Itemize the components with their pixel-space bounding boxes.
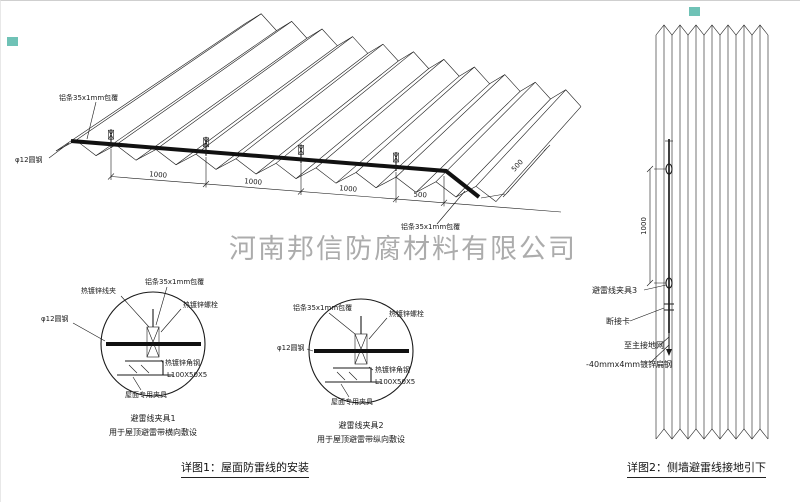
roof-strip-label-bottom: 铝条35x1mm包覆 bbox=[401, 222, 460, 231]
lightning-wire bbox=[70, 139, 481, 199]
roof-strip-label-top: 铝条35x1mm包覆 bbox=[59, 93, 118, 102]
wall-corrugation bbox=[655, 24, 769, 440]
leader-line bbox=[436, 190, 466, 225]
leader-lines bbox=[72, 286, 182, 391]
wall-drawing: 1000 避雷线夹具3 断接卡 至主接地网 -40mmx4mm镀锌扁钢 bbox=[586, 24, 769, 440]
clamp-detail-1: 热镀锌线夹 铝条35x1mm包覆 热镀锌螺栓 φ12圆钢 热镀锌角钢 L100X… bbox=[41, 277, 218, 437]
clamp1-wire-clamp-label: 热镀锌线夹 bbox=[81, 286, 116, 295]
wall-disconnect-label: 断接卡 bbox=[606, 316, 630, 326]
clamp1-title: 避雷线夹具1 bbox=[130, 413, 175, 423]
dim-1000-3: 1000 bbox=[339, 184, 357, 193]
wire-clamp-marker bbox=[298, 144, 304, 164]
clamp2-drawing bbox=[314, 316, 409, 383]
caption-detail2: 详图2：侧墙避雷线接地引下 bbox=[627, 459, 766, 478]
clamp2-round-steel-label: φ12圆钢 bbox=[277, 343, 305, 352]
detail-circle bbox=[100, 291, 206, 397]
clamp2-fixture-label: 屋面专用夹具 bbox=[331, 397, 373, 406]
ground-arrow-icon bbox=[666, 349, 672, 356]
roof-corrugation bbox=[55, 13, 582, 202]
roof-drawing: 1000 1000 1000 500 500 铝条35x1mm包覆 φ12圆钢 … bbox=[15, 13, 582, 231]
watermark-text: 河南邦信防腐材料有限公司 bbox=[229, 234, 577, 265]
clamp1-subtitle: 用于屋顶避雷带横向敷设 bbox=[109, 427, 197, 437]
clamp1-angle-spec: L100X50X5 bbox=[167, 371, 207, 379]
caption-detail1-text: 详图1：屋面防雷线的安装 bbox=[181, 461, 309, 474]
clamp2-angle-label: 热镀锌角钢 bbox=[375, 365, 410, 374]
dim-1000-2: 1000 bbox=[244, 177, 262, 186]
clamp1-bolt-label: 热镀锌螺栓 bbox=[183, 300, 218, 309]
roof-round-steel-label: φ12圆钢 bbox=[15, 155, 43, 164]
clamp2-subtitle: 用于屋顶避雷带纵向敷设 bbox=[317, 434, 405, 444]
clamp2-angle-spec: L100X50X5 bbox=[375, 378, 415, 386]
clamp1-round-steel-label: φ12圆钢 bbox=[41, 314, 69, 323]
leader-line bbox=[48, 142, 70, 159]
wire-clamp-marker bbox=[203, 136, 209, 156]
caption-detail1: 详图1：屋面防雷线的安装 bbox=[181, 459, 309, 478]
dim-500-right: 500 bbox=[510, 158, 525, 173]
disconnect-link-symbol bbox=[664, 303, 674, 311]
leader-lines bbox=[306, 312, 388, 398]
stamp-icon bbox=[689, 7, 700, 16]
wall-flat-steel-label: -40mmx4mm镀锌扁钢 bbox=[586, 359, 672, 369]
stamp-icon bbox=[7, 37, 18, 46]
clamp1-drawing bbox=[106, 309, 201, 376]
wall-clamp3-label: 避雷线夹具3 bbox=[592, 285, 637, 295]
leader-line bbox=[86, 101, 97, 140]
down-conductor bbox=[664, 139, 674, 356]
wire-clamp-marker bbox=[108, 129, 114, 149]
wire-clamp-marker bbox=[393, 152, 399, 171]
roof-dimension-line: 1000 1000 1000 500 bbox=[107, 149, 562, 213]
wall-dim-1000: 1000 bbox=[640, 217, 648, 235]
dim-1000-1: 1000 bbox=[149, 170, 167, 179]
leader-lines bbox=[629, 284, 670, 364]
wall-dimension: 1000 bbox=[640, 165, 666, 287]
clamp1-strip-label: 铝条35x1mm包覆 bbox=[145, 277, 204, 286]
clamp2-strip-label: 铝条35x1mm包覆 bbox=[293, 303, 352, 312]
clamp-detail-2: 铝条35x1mm包覆 热镀锌螺栓 φ12圆钢 热镀锌角钢 L100X50X5 屋… bbox=[277, 298, 424, 444]
dim-500: 500 bbox=[413, 190, 427, 199]
clamp1-fixture-label: 屋面专用夹具 bbox=[125, 390, 167, 399]
wall-to-ground-label: 至主接地网 bbox=[624, 340, 664, 350]
detail-circle bbox=[308, 298, 414, 404]
caption-detail2-text: 详图2：侧墙避雷线接地引下 bbox=[627, 461, 766, 474]
clamp1-angle-label: 热镀锌角钢 bbox=[165, 358, 200, 367]
clamp2-title: 避雷线夹具2 bbox=[338, 420, 383, 430]
clamp2-bolt-label: 热镀锌螺栓 bbox=[389, 309, 424, 318]
